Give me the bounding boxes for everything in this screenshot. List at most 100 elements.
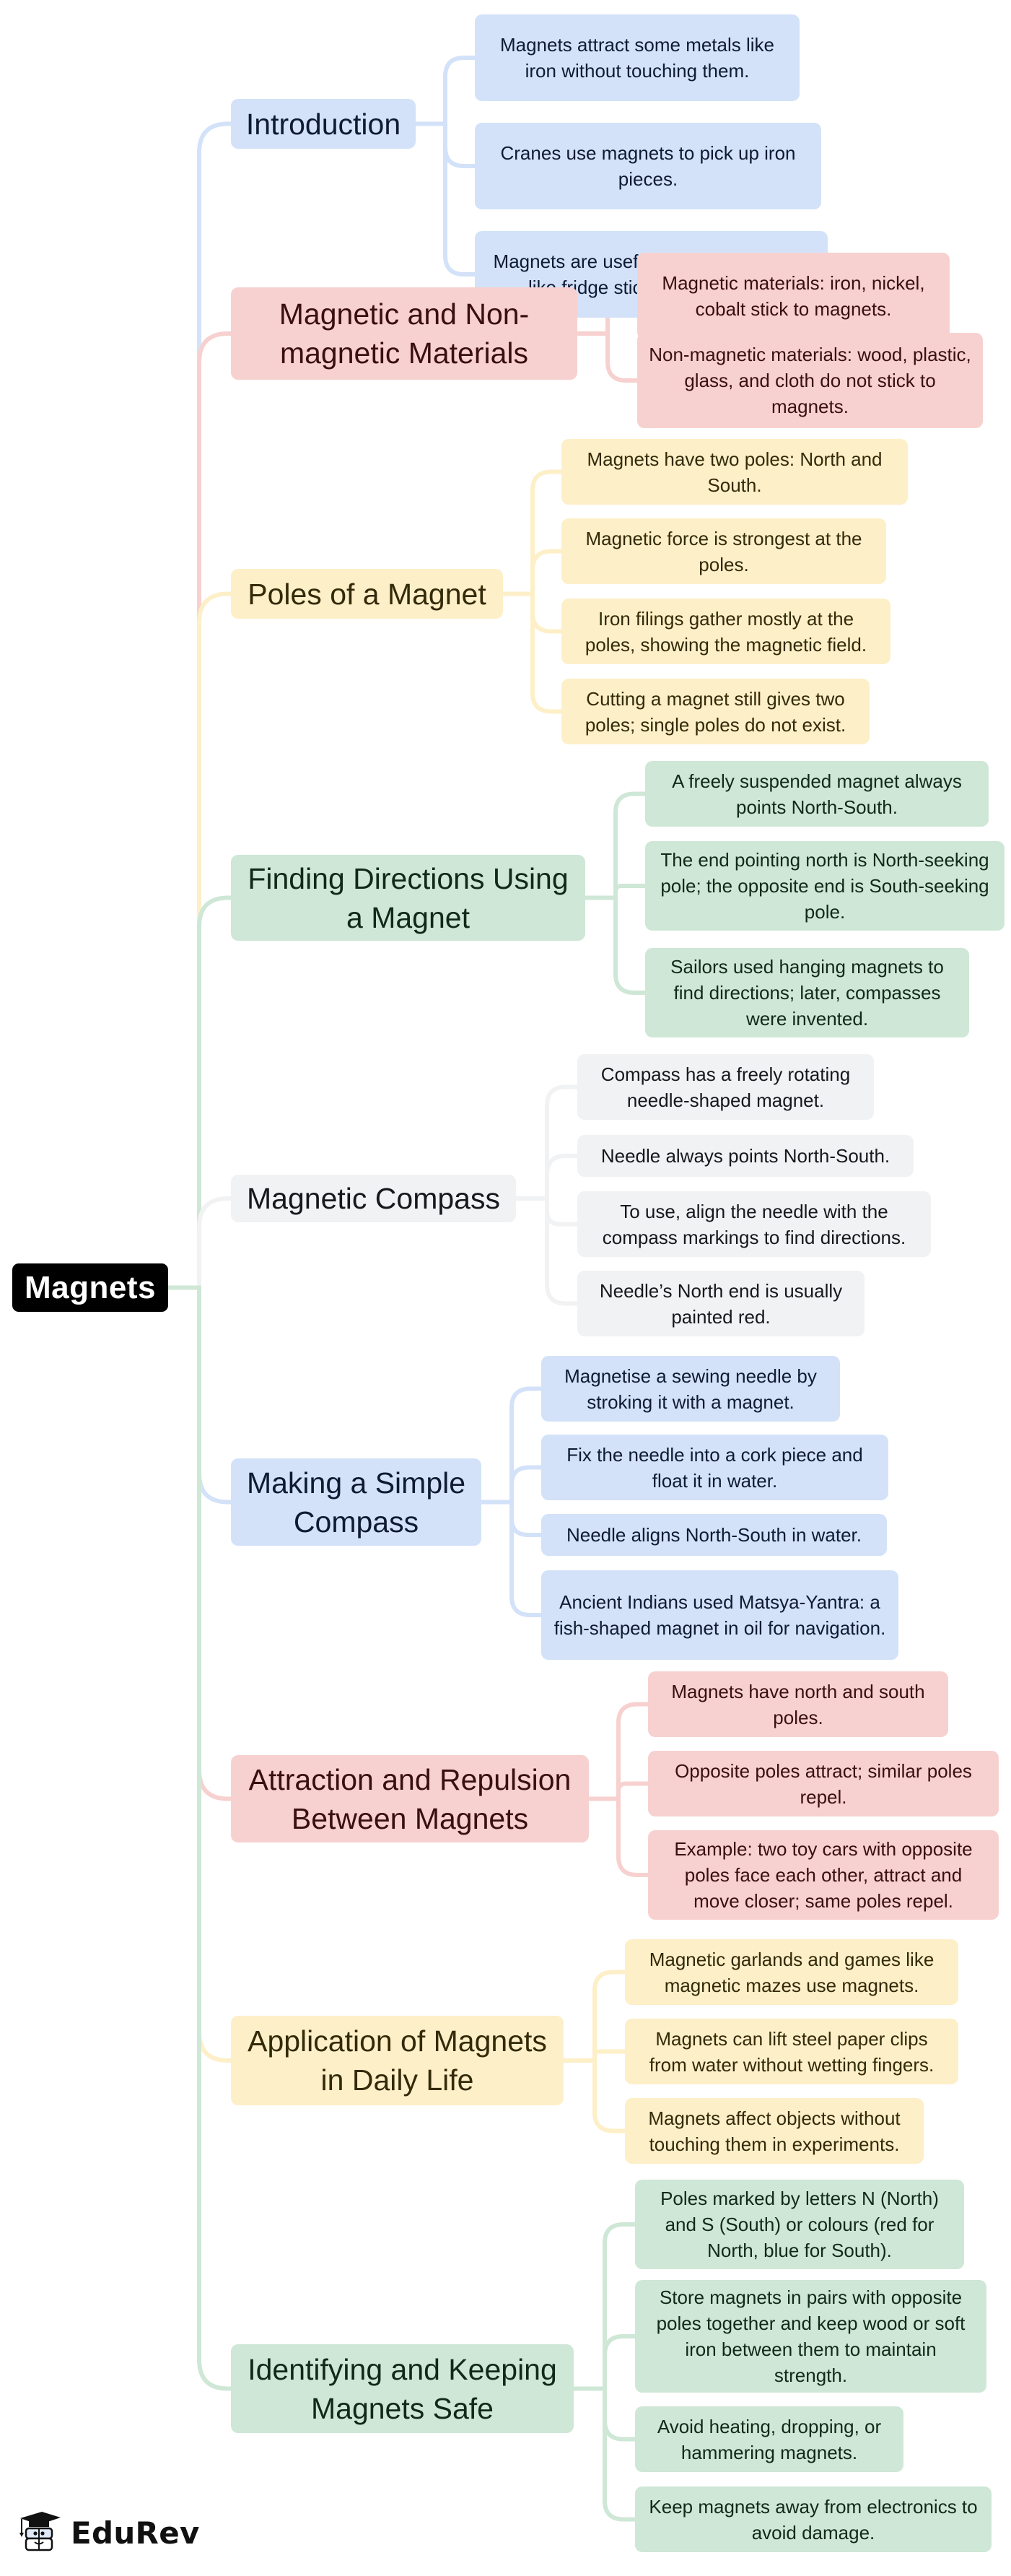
leaf-connector <box>583 791 647 900</box>
leaf-node: Magnetic materials: iron, nickel, cobalt… <box>637 253 950 339</box>
branch-label: Magnetic Compass <box>247 1182 500 1215</box>
leaf-text: Iron filings gather mostly at the poles,… <box>585 607 867 656</box>
leaf-text: Magnetic materials: iron, nickel, cobalt… <box>662 272 925 320</box>
leaf-node: Non-magnetic materials: wood, plastic, g… <box>637 333 983 428</box>
leaf-node: Poles marked by letters N (North) and S … <box>635 2180 964 2269</box>
leaf-text: Cranes use magnets to pick up iron piece… <box>500 142 796 190</box>
leaf-node: Needle aligns North-South in water. <box>541 1514 887 1556</box>
leaf-node: Magnets attract some metals like iron wi… <box>475 14 800 101</box>
leaf-connector <box>572 2222 637 2391</box>
leaf-connector <box>514 1154 579 1201</box>
leaf-text: Sailors used hanging magnets to find dir… <box>670 956 944 1030</box>
trunk-connector <box>166 1285 233 2063</box>
branch-node: Attraction and Repulsion Between Magnets <box>231 1755 589 1842</box>
leaf-node: Ancient Indians used Matsya-Yantra: a fi… <box>541 1570 898 1660</box>
leaf-text: To use, align the needle with the compas… <box>602 1200 906 1248</box>
branch-node: Identifying and Keeping Magnets Safe <box>231 2344 574 2433</box>
leaf-node: Iron filings gather mostly at the poles,… <box>561 599 890 664</box>
leaf-node: Magnets affect objects without touching … <box>625 2098 924 2164</box>
branch-node: Poles of a Magnet <box>231 569 503 619</box>
leaf-connector <box>575 331 639 383</box>
branch-label: Application of Magnets in Daily Life <box>248 2024 547 2097</box>
leaf-text: Needle always points North-South. <box>600 1145 890 1167</box>
leaf-text: Magnets have two poles: North and South. <box>587 448 883 496</box>
leaf-connector <box>501 591 564 714</box>
leaf-connector <box>501 591 564 634</box>
leaf-connector <box>572 2334 637 2391</box>
leaf-connector <box>561 2049 627 2063</box>
leaf-text: Magnets attract some metals like iron wi… <box>499 34 775 82</box>
trunk-connector <box>166 895 233 1290</box>
branch-node: Finding Directions Using a Magnet <box>231 855 585 941</box>
leaf-node: Magnets have two poles: North and South. <box>561 439 908 505</box>
leaf-node: Needle always points North-South. <box>577 1135 914 1177</box>
leaf-node: Magnetic force is strongest at the poles… <box>561 518 886 584</box>
leaf-node: Compass has a freely rotating needle-sha… <box>577 1054 874 1120</box>
leaf-text: Opposite poles attract; similar poles re… <box>675 1759 972 1808</box>
leaf-connector <box>561 1970 627 2063</box>
leaf-text: Poles marked by letters N (North) and S … <box>660 2188 939 2261</box>
leaf-node: The end pointing north is North-seeking … <box>645 841 1005 931</box>
root-label: Magnets <box>25 1269 156 1305</box>
leaf-text: Magnets can lift steel paper clips from … <box>649 2027 935 2076</box>
leaf-node: Keep magnets away from electronics to av… <box>635 2486 992 2552</box>
leaf-node: To use, align the needle with the compas… <box>577 1191 931 1257</box>
leaf-connector <box>572 2386 637 2522</box>
leaf-text: Magnetic force is strongest at the poles… <box>585 527 862 575</box>
logo-text: EduRev <box>71 2515 200 2551</box>
leaf-connector <box>501 469 564 596</box>
leaf-connector <box>501 549 564 596</box>
leaf-text: Cutting a magnet still gives two poles; … <box>585 687 846 736</box>
leaf-connector <box>572 2386 637 2442</box>
leaf-connector <box>587 1781 650 1801</box>
trunk-connector <box>166 1285 233 1801</box>
leaf-text: Example: two toy cars with opposite pole… <box>674 1838 973 1912</box>
branch-label: Introduction <box>245 107 401 141</box>
leaf-node: Cranes use magnets to pick up iron piece… <box>475 123 821 209</box>
leaf-connector <box>587 1796 650 1877</box>
leaf-text: Ancient Indians used Matsya-Yantra: a fi… <box>553 1591 886 1639</box>
leaf-node: Sailors used hanging magnets to find dir… <box>645 948 969 1037</box>
leaf-node: Magnets have north and south poles. <box>648 1671 948 1737</box>
leaf-text: Store magnets in pairs with opposite pol… <box>656 2286 966 2386</box>
leaf-text: Avoid heating, dropping, or hammering ma… <box>657 2415 882 2463</box>
leaf-connector <box>514 1196 579 1227</box>
leaf-connector <box>413 56 477 126</box>
leaf-node: Magnets can lift steel paper clips from … <box>625 2019 958 2084</box>
leaf-connector <box>479 1500 543 1537</box>
leaf-node: Needle’s North end is usually painted re… <box>577 1271 865 1336</box>
leaf-text: Compass has a freely rotating needle-sha… <box>600 1063 851 1111</box>
leaf-connector <box>413 121 477 277</box>
leaf-connector <box>413 121 477 168</box>
trunk-connector <box>166 1285 233 1505</box>
branch-node: Making a Simple Compass <box>231 1458 481 1546</box>
branch-label: Magnetic and Non-magnetic Materials <box>279 297 530 370</box>
leaf-text: Magnets affect objects without touching … <box>648 2107 901 2155</box>
branch-node: Magnetic and Non-magnetic Materials <box>231 287 577 380</box>
leaf-connector <box>514 1084 579 1201</box>
leaf-node: Example: two toy cars with opposite pole… <box>648 1830 999 1920</box>
leaf-connector <box>514 1196 579 1306</box>
leaf-node: Store magnets in pairs with opposite pol… <box>635 2280 986 2393</box>
leaf-text: Non-magnetic materials: wood, plastic, g… <box>649 344 971 417</box>
trunk-connector <box>166 591 233 1290</box>
branch-node: Magnetic Compass <box>231 1175 516 1222</box>
leaf-connector <box>587 1702 650 1801</box>
leaf-connector <box>583 895 647 995</box>
leaf-connector <box>583 884 647 900</box>
leaf-connector <box>479 1500 543 1617</box>
leaf-node: Opposite poles attract; similar poles re… <box>648 1751 999 1816</box>
edurev-logo: EduRev <box>16 2511 200 2554</box>
trunk-connector <box>166 1196 233 1290</box>
leaf-text: Magnetise a sewing needle by stroking it… <box>564 1365 817 1413</box>
leaf-text: Magnets have north and south poles. <box>671 1680 925 1728</box>
leaf-text: Keep magnets away from electronics to av… <box>649 2495 978 2544</box>
branch-label: Attraction and Repulsion Between Magnets <box>248 1762 572 1835</box>
graduation-cap-book-icon <box>19 2512 61 2551</box>
leaf-text: The end pointing north is North-seeking … <box>660 849 989 923</box>
leaf-text: Needle’s North end is usually painted re… <box>599 1279 843 1328</box>
leaf-node: Cutting a magnet still gives two poles; … <box>561 679 870 744</box>
root-node: Magnets <box>12 1263 168 1312</box>
branch-label: Identifying and Keeping Magnets Safe <box>248 2352 557 2425</box>
